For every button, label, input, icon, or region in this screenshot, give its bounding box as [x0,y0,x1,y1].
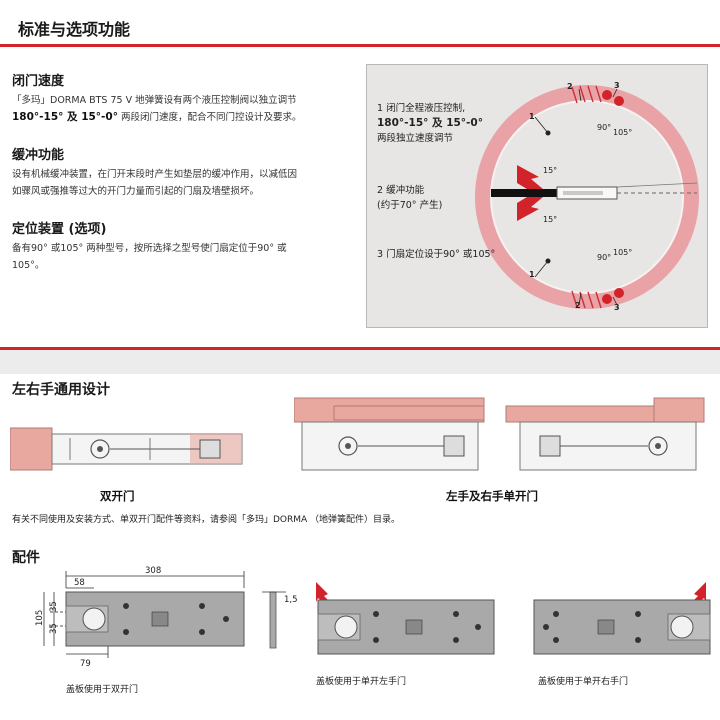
ring-angle-15-bottom: 15° [543,215,558,224]
section-title-standard-options: 标准与选项功能 [18,20,131,39]
section-divider [0,44,720,47]
diagram-item-2: 2 缓冲功能 (约于70° 产生) [377,183,442,213]
dim-58: 58 [74,578,85,588]
caption-plate-left: 盖板使用于单开左手门 [316,677,407,687]
caption-single-door: 左手及右手单开门 [446,489,538,503]
cover-plate-dimensioned: 308 58 105 35 35 79 1,5 [35,566,298,669]
ring-num-3-top: 3 [614,81,620,90]
ring-num-1-top: 1 [529,112,535,121]
ring-angle-90-top: 90° [597,123,612,132]
closing-speed-ranges: 180°-15° 及 15°-0° [12,111,118,123]
function-diagram: 2 3 90° 105° 1 15° 15° 1 90° 105° 2 3 1 … [366,64,708,328]
closing-speed-line2-rest: 两段闭门速度，配合不同门控设计及要求。 [117,112,302,123]
arrow-top [517,165,543,189]
door-leaf [491,189,579,197]
reference-note: 有关不同使用及安装方式、单双开门配件等资料，请参阅「多玛」DORMA （地弹簧配… [12,515,401,525]
diagram-item-2-line2: (约于70° 产生) [377,200,443,211]
positioning-line2: 105°。 [12,260,45,271]
hatch-top [571,85,602,104]
diagram-item-1: 1 闭门全程液压控制, 180°-15° 及 15°-0° 两段独立速度调节 [377,101,483,146]
heading-closing-speed: 闭门速度 [12,74,65,89]
buffer-line1: 设有机械缓冲装置，在门开末段时产生如垫层的缓冲作用，以减低因 [12,169,298,180]
buffer-line2: 如骤风或强推等过大的开门力量而引起的门扇及墙壁损坏。 [12,186,260,197]
section2-divider [0,347,720,350]
dim-35-a: 35 [49,601,59,612]
caption-plate-double: 盖板使用于双开门 [66,685,139,695]
dim-308: 308 [145,566,161,576]
caption-double-door: 双开门 [100,489,135,503]
positioning-line1: 备有90° 或105° 两种型号，按所选择之型号使门扇定位于90° 或 [12,243,287,254]
position-dot-105-bottom [614,288,624,298]
section-title-universal: 左右手通用设计 [12,382,110,398]
ring-num-1-bottom: 1 [529,270,535,279]
closer-rail [563,191,603,195]
plate-profile [269,591,277,649]
diagram-item-3: 3 门扇定位设于90° 或105° [377,249,496,260]
diagram-item-1-line2: 180°-15° 及 15°-0° [377,117,483,129]
positioning-text: 备有90° 或105° 两种型号，按所选择之型号使门扇定位于90° 或 105°… [12,240,287,274]
door-panel-left [10,427,53,471]
closing-speed-line2: 180°-15° 及 15°-0° 两段闭门速度，配合不同门控设计及要求。 [12,109,302,126]
position-dot-90-top [602,90,612,100]
ring-num-3-bottom: 3 [614,303,620,312]
diagram-item-1-line3: 两段独立速度调节 [377,133,454,144]
buffer-text: 设有机械缓冲装置，在门开末段时产生如垫层的缓冲作用，以减低因 如骤风或强推等过大… [12,166,297,200]
heading-positioning: 定位装置 (选项) [12,222,107,237]
ring-num-2-top: 2 [567,82,573,91]
arrow-bottom [517,197,543,221]
dim-105: 105 [35,610,45,626]
ring-diagram [475,85,699,309]
ring-angle-90-bottom: 90° [597,253,612,262]
heading-buffer: 缓冲功能 [12,148,65,163]
position-dot-90-bottom [602,294,612,304]
dim-79: 79 [80,659,91,669]
arrow-left-hand [316,582,332,604]
closing-speed-line1: 「多玛」DORMA BTS 75 V 地弹簧设有两个液压控制阀以独立调节 [12,95,297,106]
section2-band [0,350,720,374]
single-door-drawing [294,397,705,471]
closing-speed-text: 「多玛」DORMA BTS 75 V 地弹簧设有两个液压控制阀以独立调节 180… [12,92,302,126]
cover-plate-left-hand [316,582,495,655]
double-door-drawing [10,427,243,471]
cover-plate-right-hand [533,582,711,655]
diagram-item-2-line1: 2 缓冲功能 [377,185,425,196]
pivot-left [90,439,110,459]
dim-35-b: 35 [49,623,59,634]
ring-outer [475,85,699,309]
dim-1-5: 1,5 [284,595,298,605]
ring-angle-105-top: 105° [613,128,633,137]
position-dot-105-top [614,96,624,106]
ring-angle-15-top: 15° [543,166,558,175]
ring-num-2-bottom: 2 [575,301,581,310]
ring-angle-105-bottom: 105° [613,248,633,257]
diagram-item-1-line1: 1 闭门全程液压控制, [377,103,466,114]
section-title-accessories: 配件 [12,550,40,566]
caption-plate-right: 盖板使用于单开右手门 [538,677,629,687]
arrow-right-hand [690,582,706,604]
